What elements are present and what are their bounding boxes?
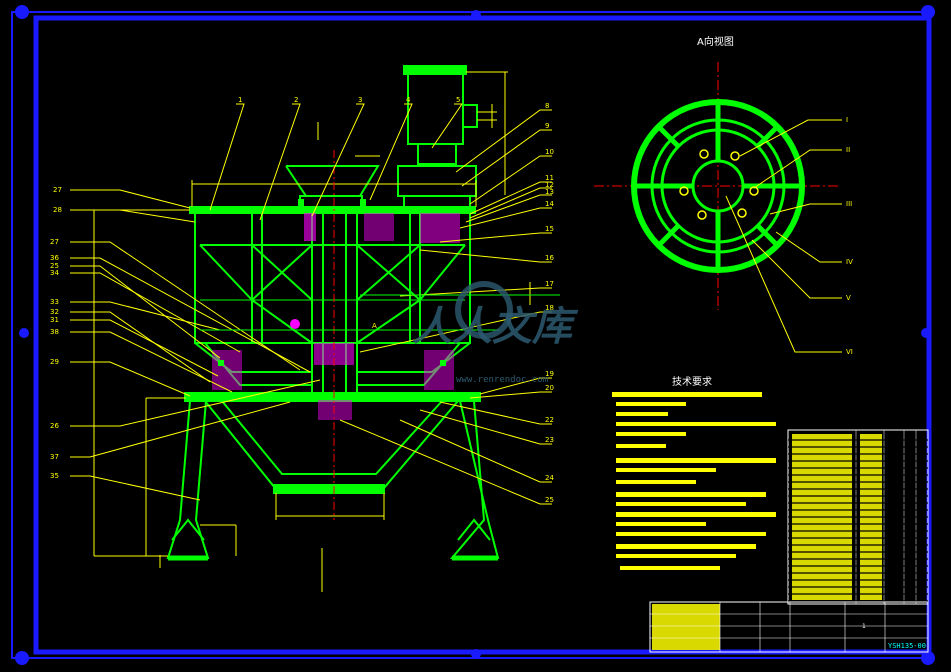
callout-24: 24: [545, 474, 554, 482]
callout-23: 23: [545, 436, 554, 444]
callout-25: 25: [50, 262, 59, 270]
drawing-code: YSH135-00: [888, 642, 926, 650]
view-callout-I: I: [846, 116, 848, 124]
callout-33: 33: [50, 298, 59, 306]
callout-13: 13: [545, 188, 554, 196]
title-block: YSH135-00 1: [649, 601, 929, 653]
right-callout-labels: 8 9 10 11 12 13 14 15 16 17 18 19 20 22 …: [545, 102, 554, 504]
a-view-title: A向视图: [697, 35, 734, 48]
callout-2: 2: [294, 96, 298, 104]
view-callout-II: II: [846, 146, 850, 154]
right-leaders: [339, 109, 552, 505]
watermark-url: www.renrendoc.com: [456, 375, 548, 385]
callout-18: 18: [545, 304, 554, 312]
callout-34: 34: [50, 269, 59, 277]
callout-3: 3: [358, 96, 362, 104]
a-view-callout-labels: I II III IV V VI: [846, 116, 853, 356]
a-view-leaders: [725, 119, 842, 353]
callout-12: 12: [545, 181, 554, 189]
view-callout-IV: IV: [846, 258, 853, 266]
watermark: 人人文库 www.renrendoc.com: [412, 281, 579, 385]
callout-10: 10: [545, 148, 554, 156]
callout-27: 27: [53, 186, 62, 194]
callout-4: 4: [406, 96, 411, 104]
callout-14: 14: [545, 200, 554, 208]
watermark-logo: 人人文库: [412, 304, 579, 350]
callout-22: 22: [545, 416, 554, 424]
callout-38: 38: [50, 328, 59, 336]
parts-list-table: [787, 429, 929, 605]
callout-35: 35: [50, 472, 59, 480]
callout-26: 26: [50, 422, 59, 430]
a-view-ring: [631, 99, 805, 273]
callout-5: 5: [456, 96, 460, 104]
callout-17: 17: [545, 280, 554, 288]
callout-25r: 25: [545, 496, 554, 504]
tech-requirements-text: [612, 392, 776, 570]
view-callout-V: V: [846, 294, 851, 302]
callout-19: 19: [545, 370, 554, 378]
section-hatching: [212, 213, 460, 420]
callout-20: 20: [545, 384, 554, 392]
left-callout-labels: 27 28 27 36 25 34 33 32 31 38 29 26 37 3…: [50, 186, 62, 480]
callout-36: 36: [50, 254, 59, 262]
callout-29: 29: [50, 358, 59, 366]
top-leaders: [209, 103, 463, 221]
callout-16: 16: [545, 254, 554, 262]
view-callout-III: III: [846, 200, 852, 208]
section-mark: A: [372, 322, 377, 330]
left-leaders: [70, 189, 321, 501]
callout-8: 8: [545, 102, 549, 110]
tech-requirements-title: 技术要求: [672, 375, 712, 388]
sheet-mark: 1: [862, 623, 866, 630]
callout-31: 31: [50, 316, 59, 324]
callout-32: 32: [50, 308, 59, 316]
callout-28: 28: [53, 206, 62, 214]
a-view-bolt-holes: [679, 149, 759, 220]
callout-9: 9: [545, 122, 549, 130]
callout-11: 11: [545, 174, 554, 182]
view-callout-VI: VI: [846, 348, 853, 356]
callout-27b: 27: [50, 238, 59, 246]
callout-15: 15: [545, 225, 554, 233]
callout-37: 37: [50, 453, 59, 461]
callout-1: 1: [238, 96, 242, 104]
frame-handles[interactable]: [15, 5, 935, 665]
top-callout-labels: 1 2 3 4 5: [238, 96, 460, 104]
